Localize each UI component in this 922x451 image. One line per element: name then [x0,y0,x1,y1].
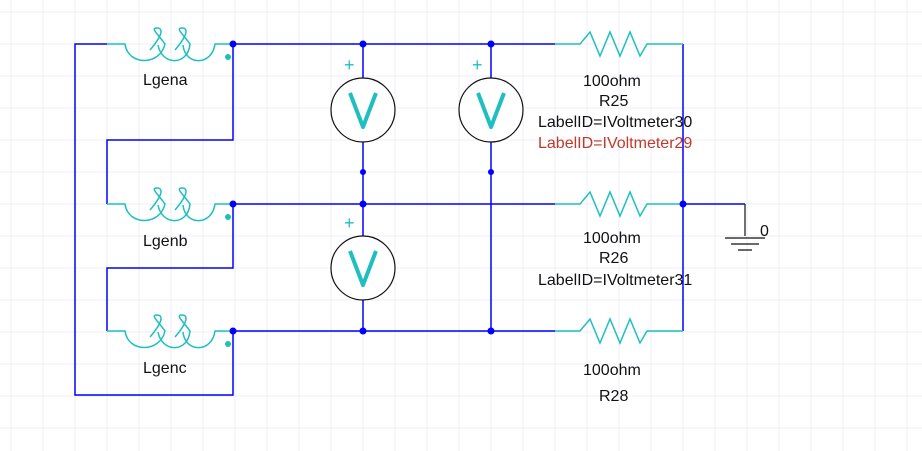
voltmeters: + + + [330,55,524,301]
voltmeter-icon [458,77,524,143]
resistor-value: 100ohm [583,73,641,90]
resistor-zigzag-icon [555,30,683,58]
voltmeter-v-glyph [348,250,378,287]
resistor-name: R26 [599,250,628,267]
polarity-dot [225,54,231,60]
ground-icon [725,204,765,251]
ground-symbol[interactable]: 0 [725,204,769,251]
resistor-R28[interactable] [555,317,683,345]
inductor-coil-icon [107,27,233,62]
voltmeter[interactable]: + [330,213,396,301]
inductor-coil-icon [107,187,233,222]
resistor-R26[interactable] [555,190,683,218]
inductor-Lgenc[interactable] [107,314,233,349]
resistor-zigzag-icon [555,317,683,345]
voltmeter[interactable]: + [458,55,524,143]
ground-label: 0 [760,223,769,240]
wires [74,43,745,396]
resistor-name: R25 [599,93,628,110]
resistors [555,30,683,345]
label-id: LabelID=IVoltmeter30 [538,114,692,131]
voltmeter-icon [330,77,396,143]
junctions [229,40,687,335]
voltmeter-v-glyph [348,92,378,129]
inductor-coil-icon [107,314,233,349]
inductor-label: Lgenb [143,233,188,250]
resistor-value: 100ohm [583,230,641,247]
polarity-dot [225,341,231,347]
resistor-R25[interactable] [555,30,683,58]
polarity-plus: + [472,55,483,75]
voltmeter[interactable]: + [330,55,396,143]
polarity-plus: + [344,213,355,233]
inductors [107,27,233,349]
inductor-Lgenb[interactable] [107,187,233,222]
polarity-plus: + [344,55,355,75]
resistor-zigzag-icon [555,190,683,218]
label-id: LabelID=IVoltmeter31 [538,272,692,289]
inductor-Lgena[interactable] [107,27,233,62]
resistor-value: 100ohm [583,362,641,379]
resistor-name: R28 [599,388,628,405]
polarity-dot [225,214,231,220]
inductor-label: Lgena [143,72,188,89]
label-id-overlap: LabelID=IVoltmeter29 [538,135,692,152]
inductor-label: Lgenc [143,360,187,377]
voltmeter-v-glyph [476,92,506,129]
voltmeter-icon [330,235,396,301]
